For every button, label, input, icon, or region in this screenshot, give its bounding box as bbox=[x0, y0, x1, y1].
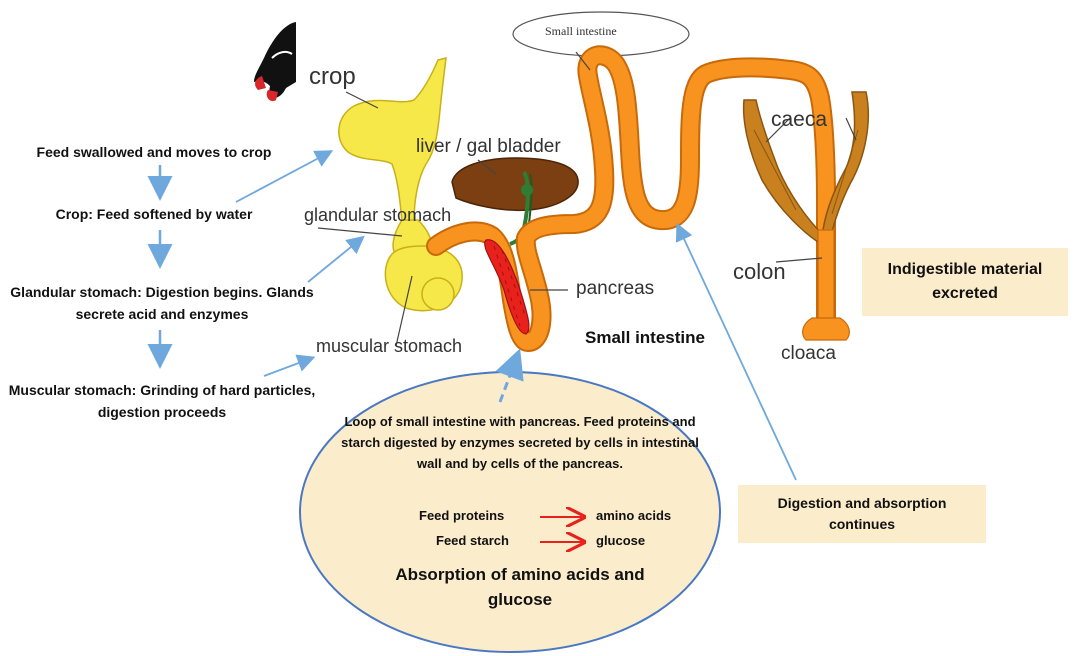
label-pancreas: pancreas bbox=[576, 278, 654, 300]
protein-from: Feed proteins bbox=[419, 508, 504, 523]
protein-to: amino acids bbox=[596, 508, 671, 523]
excreted-box: Indigestible material excreted bbox=[862, 248, 1068, 316]
label-muscular-stomach: muscular stomach bbox=[316, 336, 462, 357]
colon-organ bbox=[803, 230, 850, 340]
step-glandular: Glandular stomach: Digestion begins. Gla… bbox=[4, 281, 320, 325]
label-liver: liver / gal bladder bbox=[416, 136, 561, 158]
label-small-intestine-top: Small intestine bbox=[545, 24, 617, 39]
continues-box: Digestion and absorption continues bbox=[738, 485, 986, 543]
excreted-text: Indigestible material excreted bbox=[880, 258, 1050, 306]
label-colon: colon bbox=[733, 259, 786, 285]
label-small-intestine: Small intestine bbox=[585, 328, 705, 348]
steps-column: Feed swallowed and moves to crop Crop: F… bbox=[0, 0, 320, 656]
starch-from: Feed starch bbox=[436, 533, 509, 548]
label-cloaca: cloaca bbox=[781, 343, 836, 365]
label-crop: crop bbox=[309, 63, 356, 91]
starch-to: glucose bbox=[596, 533, 645, 548]
step-crop: Crop: Feed softened by water bbox=[4, 203, 304, 225]
step-muscular: Muscular stomach: Grinding of hard parti… bbox=[4, 379, 320, 423]
continues-text: Digestion and absorption continues bbox=[762, 493, 962, 535]
absorption-text: Absorption of amino acids and glucose bbox=[370, 562, 670, 612]
loop-description: Loop of small intestine with pancreas. F… bbox=[340, 411, 700, 474]
step-swallow: Feed swallowed and moves to crop bbox=[4, 141, 304, 163]
label-caeca: caeca bbox=[771, 108, 827, 132]
label-glandular-stomach: glandular stomach bbox=[304, 205, 451, 226]
